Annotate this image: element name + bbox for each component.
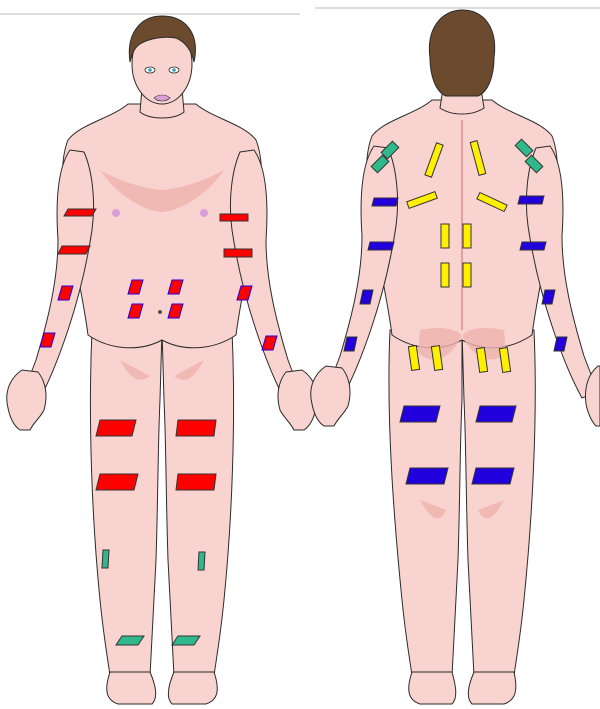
back-marker-blue [476, 406, 516, 422]
front-marker-teal [198, 552, 205, 570]
back-marker-blue [368, 242, 394, 250]
front-marker-red [176, 474, 216, 490]
front-right-nipple [200, 209, 208, 217]
back-right-foot [468, 672, 515, 704]
posterior-body [311, 12, 600, 704]
front-marker-red [96, 420, 136, 436]
back-right-arm [526, 146, 598, 398]
front-marker-red [176, 420, 216, 436]
front-marker-red [58, 246, 90, 254]
front-navel [158, 310, 162, 314]
back-marker-blue [472, 468, 514, 484]
front-right-arm [230, 150, 302, 402]
front-left-nipple [112, 209, 120, 217]
back-left-arm [326, 146, 398, 398]
front-left-leg [90, 330, 162, 676]
front-left-arm [22, 150, 94, 402]
back-marker-blue [400, 406, 440, 422]
front-left-foot [107, 672, 156, 704]
front-left-hand [7, 370, 46, 430]
back-hair [429, 10, 494, 96]
back-left-hand [311, 366, 350, 426]
front-marker-red [64, 209, 96, 216]
back-left-foot [409, 672, 456, 704]
front-marker-red [220, 214, 248, 221]
back-marker-blue [518, 196, 544, 204]
anterior-body [7, 24, 317, 704]
back-marker-blue [406, 468, 448, 484]
back-marker-yellow [441, 224, 449, 248]
front-marker-red [224, 249, 252, 257]
back-marker-blue [520, 242, 546, 250]
front-right-leg [162, 330, 234, 676]
back-marker-yellow [441, 263, 449, 287]
back-marker-yellow [463, 263, 471, 287]
front-marker-teal [102, 550, 109, 568]
back-marker-yellow [463, 224, 471, 248]
back-marker-blue [372, 198, 398, 206]
front-right-foot [168, 672, 217, 704]
front-marker-red [96, 474, 138, 490]
